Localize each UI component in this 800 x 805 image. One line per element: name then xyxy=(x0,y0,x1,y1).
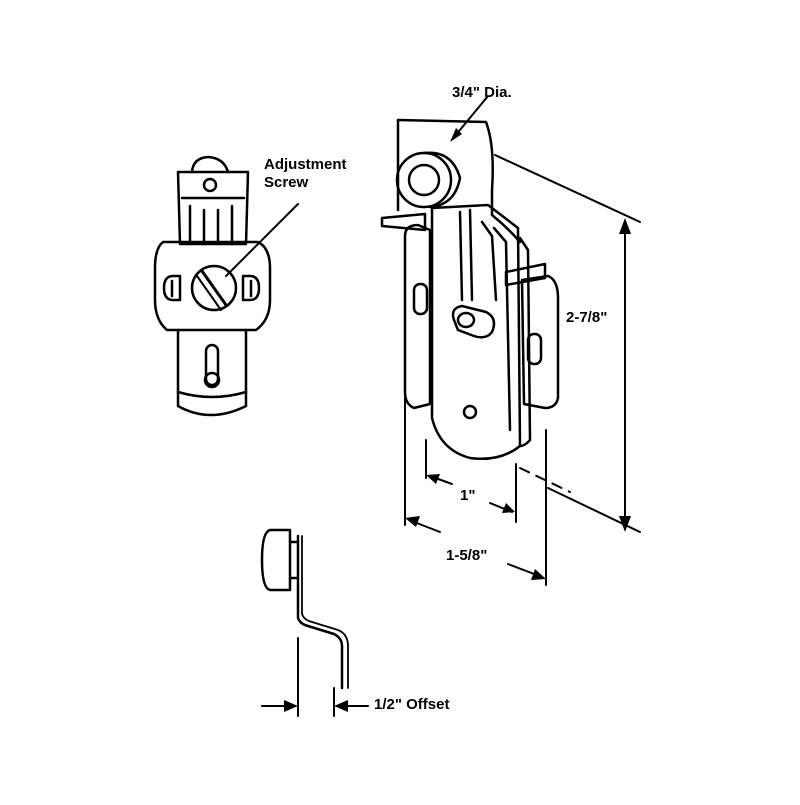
inner-width-dimension-label: 1" xyxy=(460,487,476,504)
adjustment-detail-view xyxy=(153,155,299,417)
offset-profile-drawing xyxy=(260,528,369,717)
screw-head-icon xyxy=(190,264,238,312)
roller-bracket-drawing xyxy=(380,95,641,586)
adjustment-screw-label-line1: Adjustment xyxy=(264,156,347,173)
roller-wheel-icon xyxy=(395,151,453,209)
adjustment-screw-label-line2: Screw xyxy=(264,174,309,191)
diameter-label: 3/4" Dia. xyxy=(452,84,512,101)
outer-width-dimension-label: 1-5/8" xyxy=(446,547,488,564)
height-dimension-label: 2-7/8" xyxy=(566,309,608,326)
offset-dimension-label: 1/2" Offset xyxy=(374,696,450,713)
